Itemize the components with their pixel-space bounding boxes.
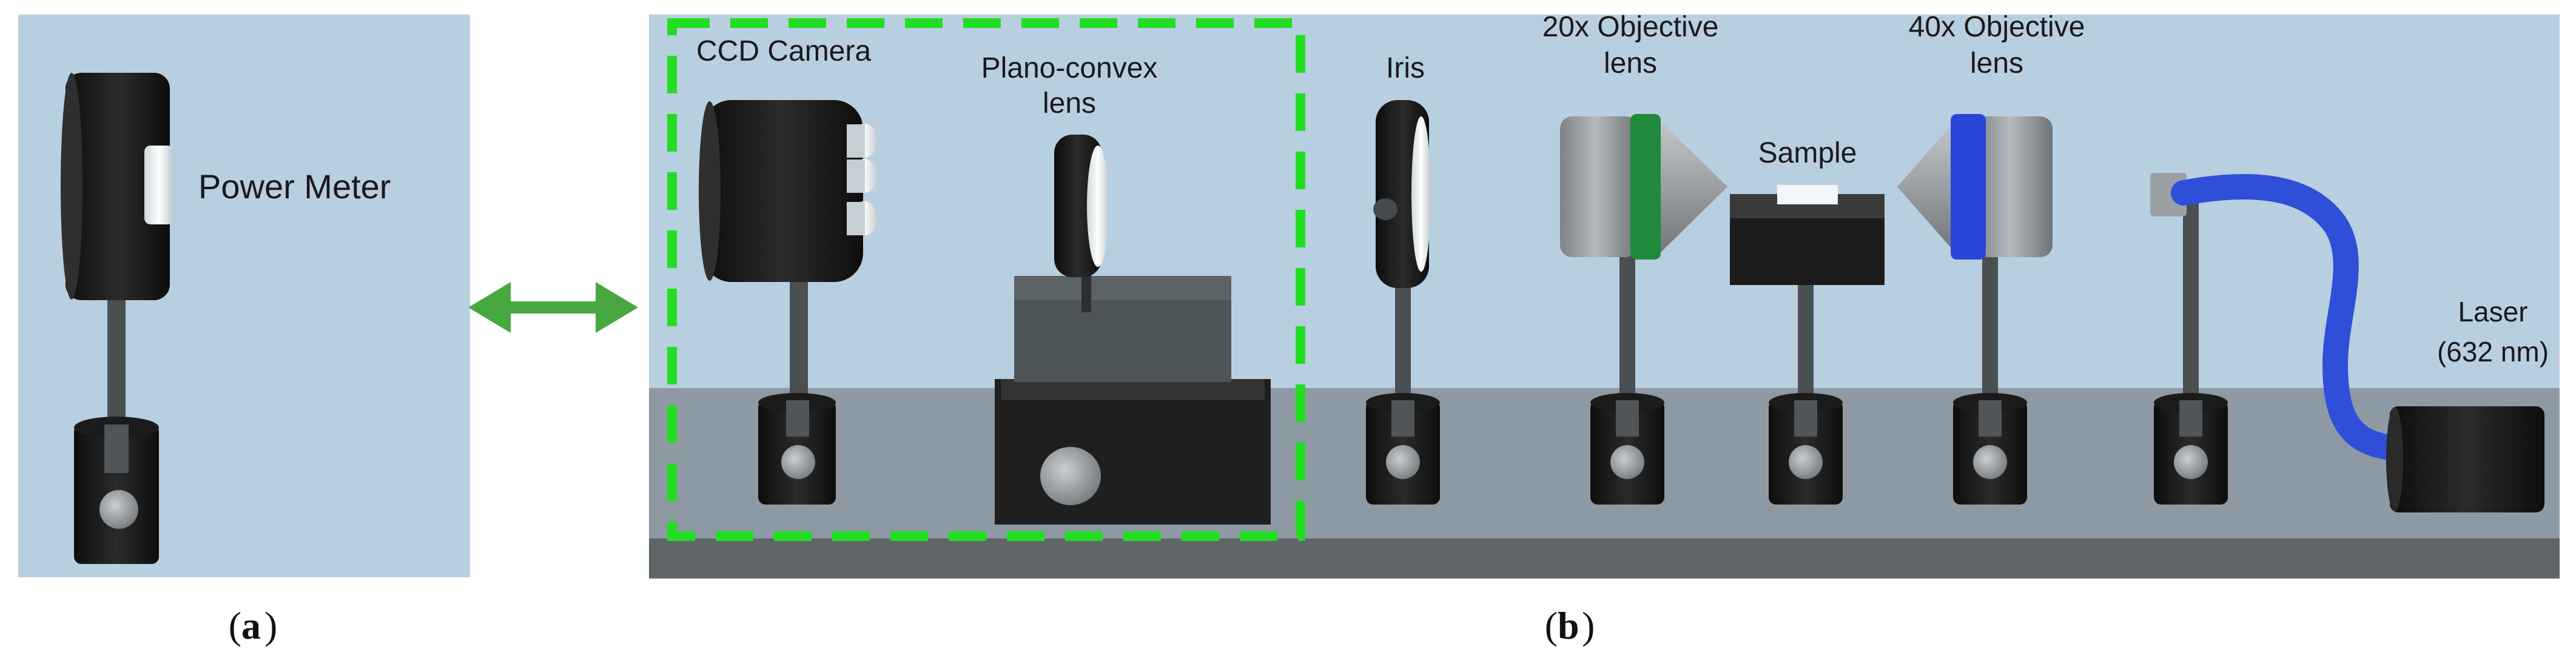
sample-stage xyxy=(1730,185,1885,505)
laser xyxy=(2386,406,2544,512)
caption-a-close: ) xyxy=(264,604,277,647)
laser-label-line2: (632 nm) xyxy=(2437,336,2549,367)
ccd-camera xyxy=(699,100,878,505)
caption-a-open: ( xyxy=(229,604,241,647)
plano-convex-label-line1: Plano-convex xyxy=(981,52,1158,84)
caption-b-close: ) xyxy=(1582,604,1595,647)
fiber-holder xyxy=(2150,173,2228,505)
panel-a: Power Meter ( a ) xyxy=(18,15,470,647)
double-arrow xyxy=(468,282,638,333)
sample-label: Sample xyxy=(1758,137,1857,169)
objective-20x-label-line2: lens xyxy=(1604,47,1657,79)
caption-a-letter: a xyxy=(241,604,261,647)
plano-convex-label-line2: lens xyxy=(1043,87,1096,119)
table-rail xyxy=(649,539,2560,579)
objective-40x-label-line1: 40x Objective xyxy=(1909,11,2085,43)
power-meter-label: Power Meter xyxy=(198,167,391,206)
iris-label: Iris xyxy=(1386,52,1425,84)
objective-20x-label-line1: 20x Objective xyxy=(1542,11,1719,43)
objective-20x xyxy=(1560,114,1727,505)
objective-40x-label-line2: lens xyxy=(1970,47,2023,79)
panel-b: CCD Camera Plano-convex lens Iris xyxy=(649,11,2560,647)
laser-label-line1: Laser xyxy=(2458,296,2527,327)
plano-convex-lens xyxy=(995,135,1271,525)
objective-40x xyxy=(1897,114,2053,505)
power-meter xyxy=(61,73,173,564)
iris xyxy=(1366,100,1440,505)
caption-b-letter: b xyxy=(1558,604,1579,647)
caption-b-open: ( xyxy=(1545,604,1558,647)
optical-fiber xyxy=(2171,173,2415,461)
ccd-camera-label: CCD Camera xyxy=(696,35,871,67)
camera-assembly-dashed-box xyxy=(667,18,1305,541)
